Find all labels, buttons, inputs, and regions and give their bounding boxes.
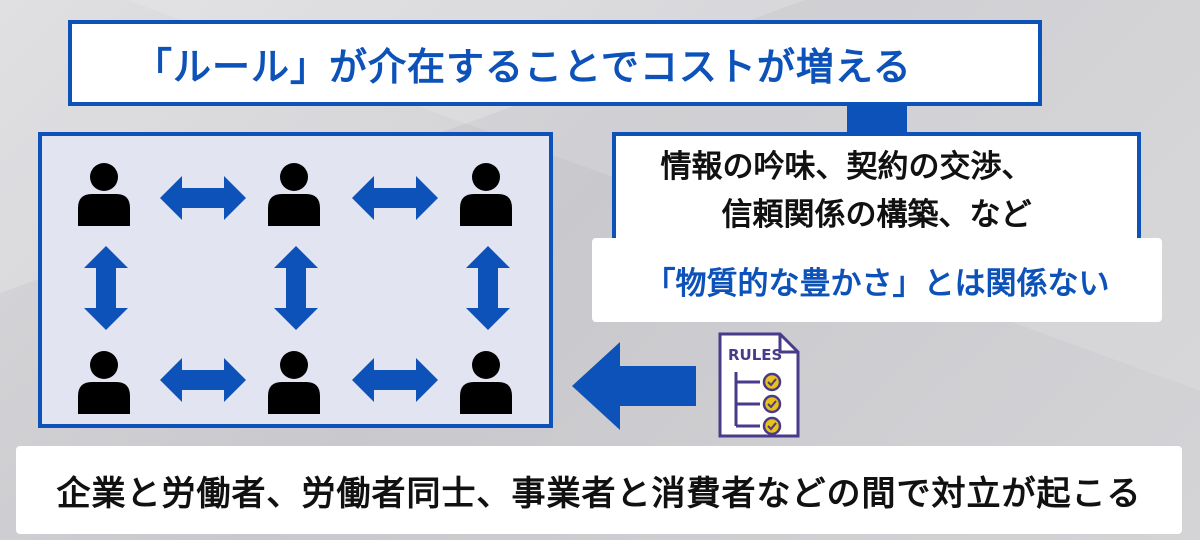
note-box: 「物質的な豊かさ」とは関係ない bbox=[592, 238, 1162, 322]
double-arrow-vertical-icon bbox=[84, 246, 128, 330]
double-arrow-horizontal-icon bbox=[160, 176, 246, 220]
double-arrow-vertical-icon bbox=[466, 246, 510, 330]
conclusion-box: 企業と労働者、労働者同士、事業者と消費者などの間で対立が起こる bbox=[16, 446, 1182, 534]
person-icon bbox=[460, 163, 512, 226]
cost-line-2: 信頼関係の構築、など bbox=[721, 197, 1032, 233]
double-arrow-vertical-icon bbox=[274, 246, 318, 330]
rules-icon-label: RULES bbox=[728, 346, 782, 364]
cost-examples-box: 情報の吟味、契約の交渉、 信頼関係の構築、など bbox=[612, 132, 1141, 250]
person-icon bbox=[268, 351, 320, 414]
double-arrow-horizontal-icon bbox=[352, 358, 438, 402]
cost-line-1: 情報の吟味、契約の交渉、 bbox=[660, 149, 1033, 185]
person-icon bbox=[78, 351, 130, 414]
person-icon bbox=[268, 163, 320, 226]
person-icon bbox=[78, 163, 130, 226]
rules-checklist-icon: RULES bbox=[718, 332, 800, 438]
people-network-panel bbox=[38, 132, 553, 428]
double-arrow-horizontal-icon bbox=[352, 176, 438, 220]
page-title: 「ルール」が介在することでコストが増える bbox=[134, 44, 912, 89]
left-arrow-icon bbox=[572, 342, 696, 430]
double-arrow-horizontal-icon bbox=[160, 358, 246, 402]
person-icon bbox=[460, 351, 512, 414]
note-text: 「物質的な豊かさ」とは関係ない bbox=[644, 265, 1110, 302]
conclusion-text: 企業と労働者、労働者同士、事業者と消費者などの間で対立が起こる bbox=[56, 473, 1142, 514]
title-box: 「ルール」が介在することでコストが増える bbox=[68, 20, 1042, 106]
connector-bar bbox=[847, 104, 907, 134]
